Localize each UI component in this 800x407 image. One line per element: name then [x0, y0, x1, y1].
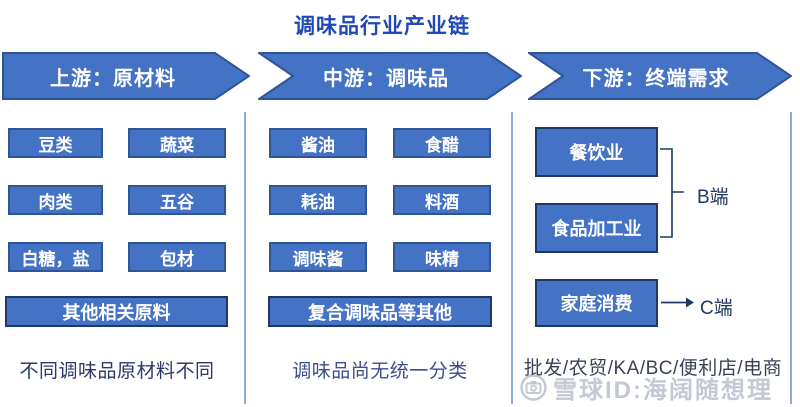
midstream-box-sauce: 调味酱 — [269, 242, 367, 272]
arrow-shape-icon — [2, 52, 250, 100]
watermark: 雪球ID:海阔随想理 — [520, 371, 796, 404]
downstream-box-catering: 餐饮业 — [535, 127, 658, 177]
column-divider — [244, 112, 246, 404]
upstream-caption: 不同调味品原材料不同 — [19, 361, 215, 382]
upstream-box-vegetables: 蔬菜 — [128, 128, 226, 158]
midstream-box-soy-sauce: 酱油 — [269, 128, 367, 158]
midstream-box-cooking-wine: 料酒 — [393, 185, 491, 215]
column-divider — [790, 112, 792, 404]
stage-label-midstream: 中游：调味品 — [323, 67, 449, 90]
stage-label-upstream: 上游：原材料 — [50, 67, 176, 90]
upstream-box-sugar-salt: 白糖，盐 — [8, 242, 103, 272]
stage-arrow-downstream: 下游：终端需求 — [528, 52, 792, 100]
midstream-box-vinegar: 食醋 — [393, 128, 491, 158]
upstream-box-beans: 豆类 — [8, 128, 103, 158]
b-side-label: B端 — [697, 187, 729, 208]
chevron-shape-icon — [258, 52, 522, 100]
camera-icon — [520, 373, 547, 401]
c-side-label: C端 — [700, 298, 733, 319]
c-side-arrow-icon — [661, 297, 694, 308]
upstream-box-other-materials: 其他相关原料 — [5, 296, 228, 327]
downstream-caption: 批发/农贸/KA/BC/便利店/电商 — [523, 358, 783, 379]
midstream-caption: 调味品尚无统一分类 — [292, 361, 468, 382]
page-title: 调味品行业产业链 — [294, 15, 470, 38]
stage-label-downstream: 下游：终端需求 — [582, 67, 730, 90]
downstream-box-food-processing: 食品加工业 — [535, 203, 658, 253]
stage-arrow-midstream: 中游：调味品 — [258, 52, 522, 100]
watermark-text: 雪球ID:海阔随想理 — [553, 376, 773, 404]
b-side-bracket-icon — [660, 148, 684, 238]
stage-arrow-upstream: 上游：原材料 — [2, 52, 250, 100]
upstream-box-grains: 五谷 — [128, 185, 226, 215]
column-divider — [511, 112, 513, 404]
upstream-box-packaging: 包材 — [128, 242, 226, 272]
upstream-box-meat: 肉类 — [8, 185, 103, 215]
midstream-box-oyster-sauce: 耗油 — [269, 185, 367, 215]
chevron-shape-icon — [528, 52, 792, 100]
downstream-box-household: 家庭消费 — [535, 279, 658, 327]
midstream-box-compound-other: 复合调味品等其他 — [268, 296, 492, 327]
midstream-box-msg: 味精 — [393, 242, 491, 272]
